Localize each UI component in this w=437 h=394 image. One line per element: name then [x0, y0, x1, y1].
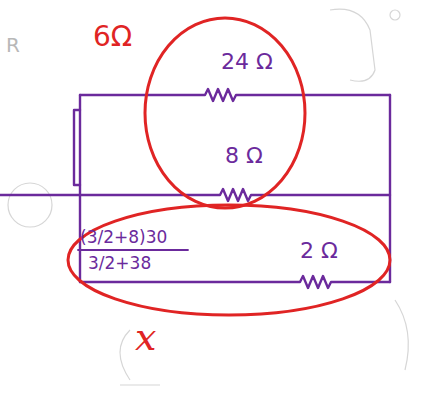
background-letter: R	[6, 34, 20, 56]
red-circle-outline	[68, 205, 390, 315]
red-circle-outline	[145, 18, 305, 208]
resistor-symbol	[80, 89, 390, 101]
red-circle	[145, 18, 305, 208]
resistor-symbol	[0, 189, 390, 201]
resistor-value: 24 Ω	[221, 50, 273, 74]
circuit-wires	[0, 89, 390, 288]
fraction-bar	[78, 249, 188, 251]
fraction-numerator: (3/2+8)30	[80, 228, 167, 247]
bracket	[74, 110, 80, 185]
background-doodle	[390, 10, 400, 20]
resistor-symbol	[80, 276, 390, 288]
resistor-value: 2 Ω	[300, 239, 338, 263]
background-doodle	[330, 9, 375, 81]
wire	[79, 95, 81, 282]
background-doodle	[395, 300, 408, 370]
background-sketch	[8, 9, 408, 385]
unknown-variable: x	[135, 317, 156, 359]
circled-group: (3/2+8)303/2+382 Ωx	[68, 205, 390, 315]
circled-group: 6Ω24 Ω8 Ω	[145, 18, 305, 208]
background-doodle	[8, 183, 52, 227]
fraction-denominator: 3/2+38	[88, 254, 151, 273]
resistor-value: 8 Ω	[225, 144, 263, 168]
equivalent-resistance: 6Ω	[93, 22, 132, 53]
